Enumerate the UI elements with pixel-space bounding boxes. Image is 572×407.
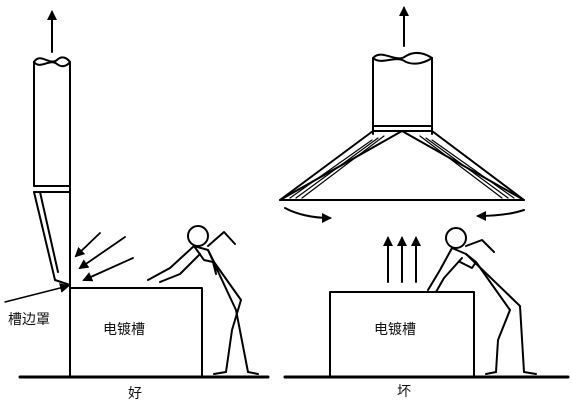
hood-leader (4, 283, 70, 303)
good-caption: 好 (128, 386, 142, 402)
duct-left (33, 56, 71, 378)
swirl-arrow-left (284, 207, 332, 223)
plating-tank-label-left: 电镀槽 (103, 322, 145, 338)
fume-arrows (383, 236, 421, 283)
swirl-arrow-right (476, 209, 525, 221)
plating-tank-label-right: 电镀槽 (374, 322, 416, 338)
edge-hood-label: 槽边罩 (8, 312, 50, 328)
duct-right (372, 51, 433, 135)
canopy-hood (279, 130, 525, 201)
suction-arrows (74, 232, 134, 282)
bad-setup (279, 6, 570, 379)
worker-left (147, 225, 259, 375)
worker-right (427, 227, 537, 375)
bad-caption: 坏 (397, 384, 411, 400)
plating-tank-left (69, 287, 203, 378)
plating-tank-right (329, 291, 475, 378)
good-setup (4, 10, 270, 379)
